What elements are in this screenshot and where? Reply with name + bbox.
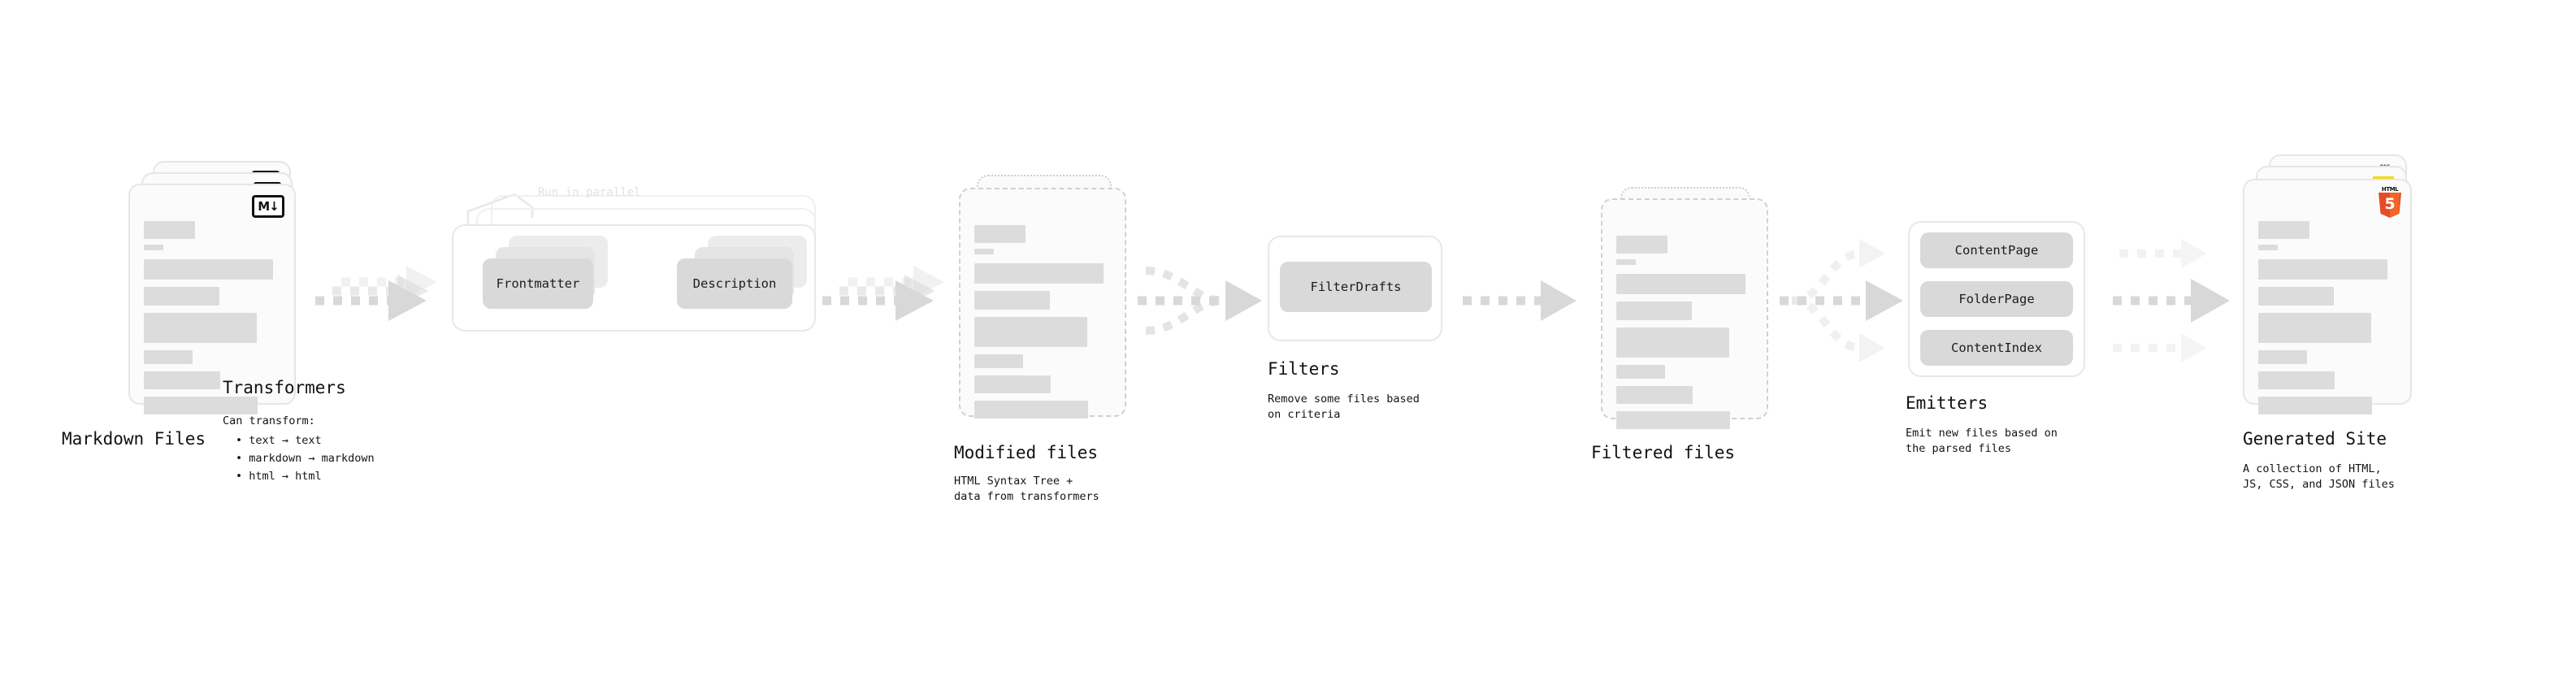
stage-modified-files: Modified files HTML Syntax Tree + data f… <box>954 175 1134 503</box>
arrow-filtered-to-emitters <box>1780 239 1903 362</box>
stage-title-emitters: Emitters <box>1906 393 1988 413</box>
transformer-chip-frontmatter[interactable]: Frontmatter <box>483 258 593 309</box>
transformers-bullet-list: • text → text • markdown → markdown • ht… <box>236 432 375 485</box>
transformers-bullet-item: • html → html <box>236 470 322 483</box>
transformers-caption: Can transform: <box>223 414 315 427</box>
emitter-chip-contentindex[interactable]: ContentIndex <box>1920 330 2073 366</box>
arrow-markdown-to-transformers <box>315 266 437 321</box>
stage-title-filtered-files: Filtered files <box>1591 443 1736 462</box>
arrow-emitters-to-site <box>2113 239 2230 362</box>
generated-card-front: HTML 5 <box>2243 179 2412 414</box>
markdown-down-icon: M↓ <box>252 195 284 218</box>
document-content-placeholder <box>1616 236 1755 429</box>
arrow-filters-to-filtered <box>1463 280 1576 321</box>
generated-site-file-stack[interactable]: CSS HTML 5 <box>2243 154 2426 423</box>
modified-file-stack[interactable] <box>959 175 1134 435</box>
modified-files-caption: HTML Syntax Tree + data from transformer… <box>954 475 1099 503</box>
html5-icon-five: 5 <box>2384 194 2396 213</box>
transformers-bullet-item: • markdown → markdown <box>236 452 375 465</box>
filter-chip-filterdrafts[interactable]: FilterDrafts <box>1280 262 1432 312</box>
stage-title-modified-files: Modified files <box>954 443 1099 462</box>
arrow-transformers-to-modified <box>822 266 944 321</box>
markdown-file-stack[interactable]: M↓ M↓ M↓ <box>128 161 307 421</box>
stage-markdown-files: M↓ M↓ M↓ Markdown Files <box>62 161 307 449</box>
markdown-card-front: M↓ <box>128 184 296 414</box>
html5-icon-word: HTML <box>2381 186 2399 193</box>
stage-filtered-files: Filtered files <box>1591 187 1776 462</box>
stage-generated-site: CSS HTML 5 <box>2243 154 2426 491</box>
generated-site-caption: A collection of HTML, JS, CSS, and JSON … <box>2243 462 2395 491</box>
html5-icon: HTML 5 <box>2378 186 2402 219</box>
filtered-card-front <box>1601 198 1768 429</box>
emitter-chip-folderpage[interactable]: FolderPage <box>1920 281 2073 317</box>
transformer-chip-description[interactable]: Description <box>677 258 792 309</box>
document-content-placeholder <box>2258 221 2399 414</box>
modified-card-front <box>959 188 1126 419</box>
stage-title-filters: Filters <box>1268 359 1340 379</box>
emitters-caption: Emit new files based on the parsed files <box>1906 427 2058 455</box>
run-in-parallel-label: Run in parallel <box>538 186 641 199</box>
filtered-file-stack[interactable] <box>1601 187 1776 431</box>
html5-icon-shield: 5 <box>2379 193 2401 218</box>
transformers-bullet-item: • text → text <box>236 434 322 447</box>
stage-title-transformers: Transformers <box>223 378 346 397</box>
filters-caption: Remove some files based on criteria <box>1268 393 1420 421</box>
emitter-chip-contentpage[interactable]: ContentPage <box>1920 232 2073 268</box>
document-content-placeholder <box>974 225 1113 419</box>
stage-title-generated-site: Generated Site <box>2243 429 2387 449</box>
stage-title-markdown-files: Markdown Files <box>62 429 206 449</box>
document-content-placeholder <box>144 221 283 414</box>
arrow-modified-to-filters <box>1138 267 1262 335</box>
